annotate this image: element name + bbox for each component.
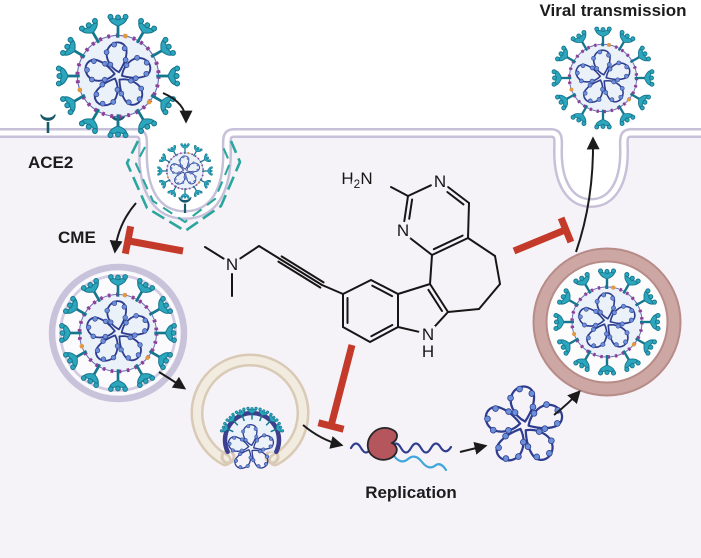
cme-arrow <box>109 202 137 254</box>
egress-vesicle <box>532 247 682 397</box>
compound-structure: N N N N H H2N <box>204 167 501 364</box>
inhibition-bar-egress <box>512 216 575 255</box>
inhibition-bars <box>121 216 575 433</box>
polymerase-icon <box>366 427 398 461</box>
replication-complex <box>349 427 453 472</box>
viral-transmission-label: Viral transmission <box>539 1 686 20</box>
fusion-endosome <box>190 353 310 473</box>
amine-label: H2N <box>341 169 372 191</box>
pyrimidine-n-left-label: N <box>397 221 409 240</box>
cme-label: CME <box>58 228 96 247</box>
pyrimidine-n-top-label: N <box>434 172 446 191</box>
endosome <box>48 263 188 403</box>
replication-label: Replication <box>365 483 457 502</box>
endosome-to-fusion-arrow <box>158 371 187 390</box>
egress-arrow <box>575 136 600 253</box>
tertiary-amine-n-label: N <box>226 255 238 274</box>
clathrin-coat <box>125 140 242 233</box>
indole-h-label: H <box>422 342 434 361</box>
ace2-label: ACE2 <box>28 153 73 172</box>
flow-arrows <box>109 92 600 455</box>
entry-arrow <box>162 92 193 124</box>
indole-n-label: N <box>422 325 434 344</box>
nucleocapsid-to-vesicle-arrow <box>553 390 581 416</box>
inhibition-bar-cme <box>121 225 184 255</box>
replication-to-nucleocapsid-arrow <box>459 442 488 455</box>
plasma-membrane <box>0 128 701 221</box>
fusion-to-replication-arrow <box>302 424 344 449</box>
inhibition-bar-replication <box>317 344 356 433</box>
